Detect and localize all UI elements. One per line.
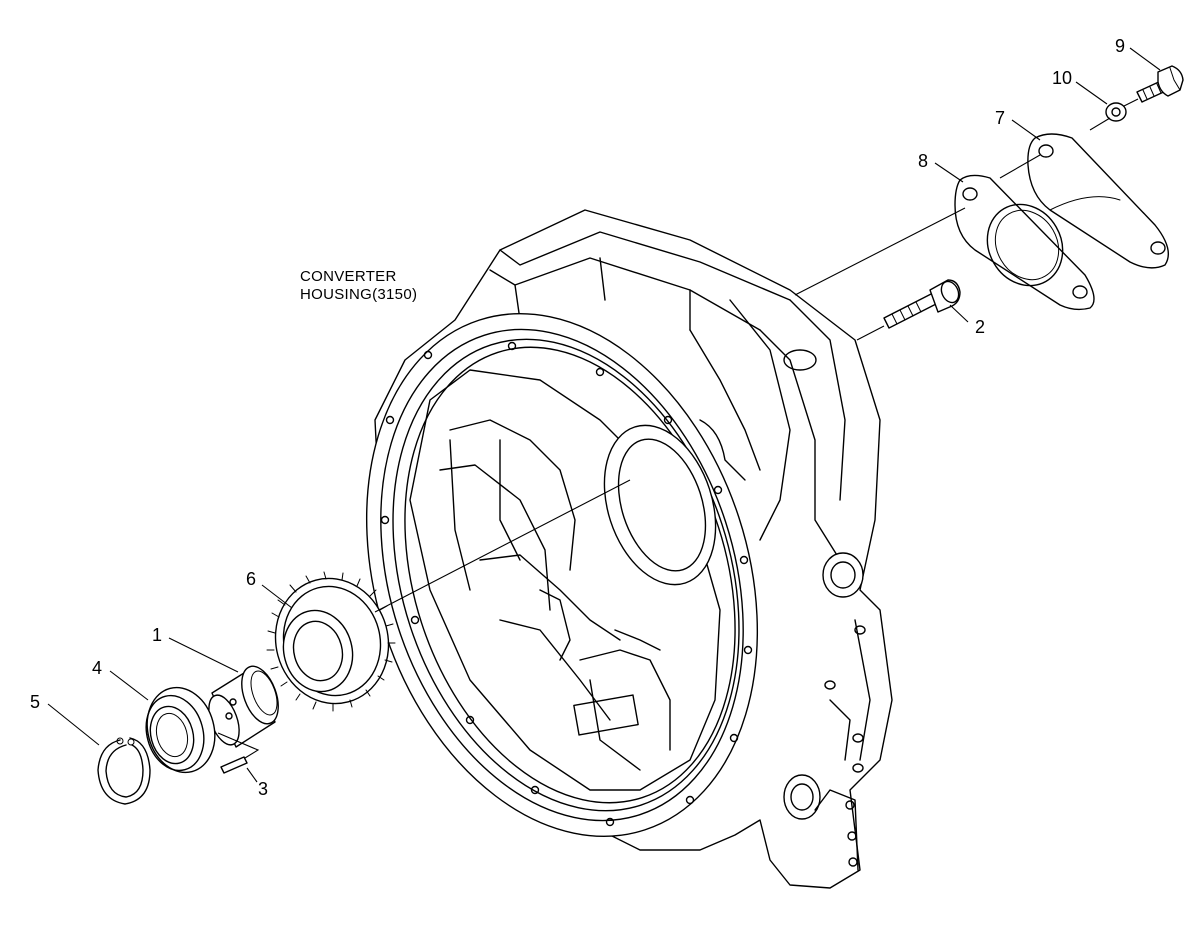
callout-7: 7: [995, 108, 1005, 128]
gasket: [954, 174, 1095, 311]
callout-8: 8: [918, 151, 928, 171]
callout-10: 10: [1052, 68, 1072, 88]
washer: [1105, 102, 1127, 122]
bushing: [208, 665, 279, 748]
callout-6: 6: [246, 569, 256, 589]
assembly-label-line2: HOUSING(3150): [300, 286, 417, 303]
callout-4: 4: [92, 658, 102, 678]
gear: [266, 571, 396, 712]
flange-bolt-holes: [380, 341, 753, 827]
assembly-lines: [47, 47, 1161, 783]
hex-bolt: [1136, 65, 1184, 103]
bolt: [883, 279, 961, 329]
converter-housing: [365, 209, 893, 889]
callout-3: 3: [258, 779, 268, 799]
snap-ring: [97, 737, 151, 805]
callout-2: 2: [975, 317, 985, 337]
pin: [220, 756, 248, 774]
bearing: [145, 686, 216, 774]
callout-1: 1: [152, 625, 162, 645]
callout-5: 5: [30, 692, 40, 712]
callout-9: 9: [1115, 36, 1125, 56]
cover-plate: [1027, 133, 1169, 269]
assembly-label-line1: CONVERTER: [300, 268, 397, 285]
